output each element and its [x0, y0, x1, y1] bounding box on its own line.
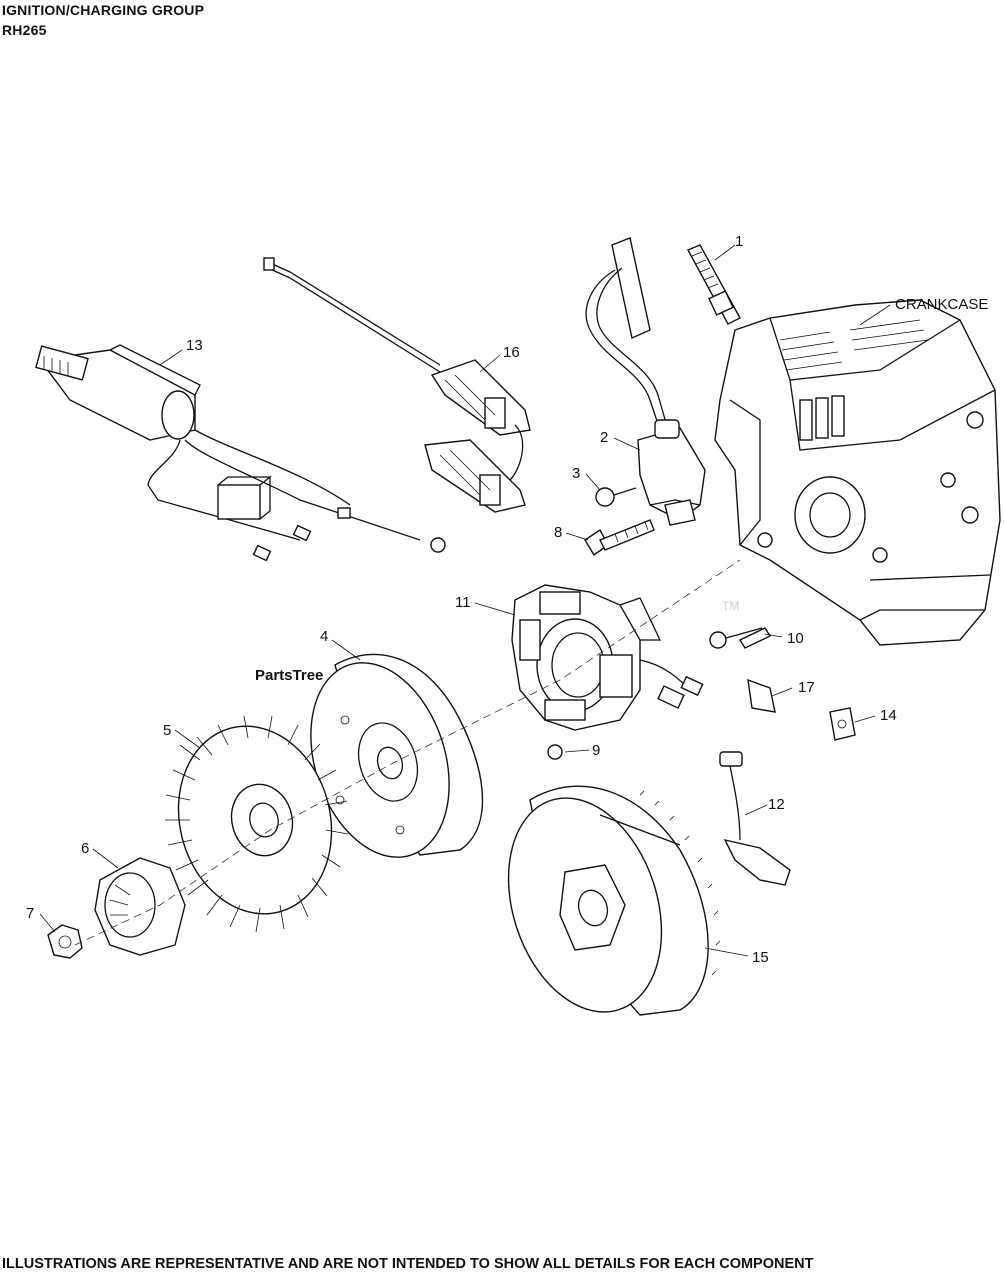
part-16-ignition-module[interactable]	[263, 257, 531, 513]
callout-9: 9	[592, 742, 600, 759]
leader-lines	[39, 244, 891, 957]
callout-2: 2	[600, 429, 608, 446]
part-8-bolt[interactable]	[584, 519, 655, 557]
part-2-ignition-coil[interactable]	[585, 237, 706, 526]
watermark-tm: TM	[722, 599, 739, 613]
part-9-nut[interactable]	[547, 744, 563, 760]
callout-6: 6	[81, 840, 89, 857]
callout-7: 7	[26, 905, 34, 922]
callout-1: 1	[735, 233, 743, 250]
part-11-stator[interactable]	[511, 584, 704, 731]
part-12-ground-wire[interactable]	[719, 751, 791, 886]
callout-10: 10	[787, 630, 804, 647]
watermark-text: PartsTree	[255, 667, 323, 684]
callout-4: 4	[320, 628, 328, 645]
part-4-flywheel[interactable]	[287, 645, 484, 875]
part-5-cooling-fan[interactable]	[158, 709, 352, 933]
part-1-spark-plug[interactable]	[687, 244, 741, 325]
callout-15: 15	[752, 949, 769, 966]
callout-5: 5	[163, 722, 171, 739]
callout-13: 13	[186, 337, 203, 354]
callout-11: 11	[455, 594, 471, 611]
callout-12: 12	[768, 796, 785, 813]
crankcase[interactable]	[714, 299, 1001, 646]
part-7-flywheel-nut[interactable]	[47, 924, 83, 959]
callout-crankcase: CRANKCASE	[895, 296, 988, 313]
callout-8: 8	[554, 524, 562, 541]
diagram-title: IGNITION/CHARGING GROUP	[2, 2, 205, 18]
part-6-fan-retainer[interactable]	[94, 857, 186, 956]
part-14-clip[interactable]	[829, 707, 856, 741]
assembly-axis-line	[74, 559, 741, 946]
callout-16: 16	[503, 344, 520, 361]
callout-17: 17	[798, 679, 815, 696]
part-3-screw[interactable]	[595, 487, 637, 507]
model-number: RH265	[2, 22, 47, 38]
part-17-clip[interactable]	[747, 678, 776, 713]
callout-3: 3	[572, 465, 580, 482]
callout-14: 14	[880, 707, 897, 724]
part-10-screw[interactable]	[709, 627, 772, 649]
part-13-wire-harness[interactable]	[35, 344, 446, 562]
disclaimer-footer: ILLUSTRATIONS ARE REPRESENTATIVE AND ARE…	[2, 1256, 814, 1272]
part-15-flywheel-ring-gear[interactable]	[483, 778, 721, 1032]
